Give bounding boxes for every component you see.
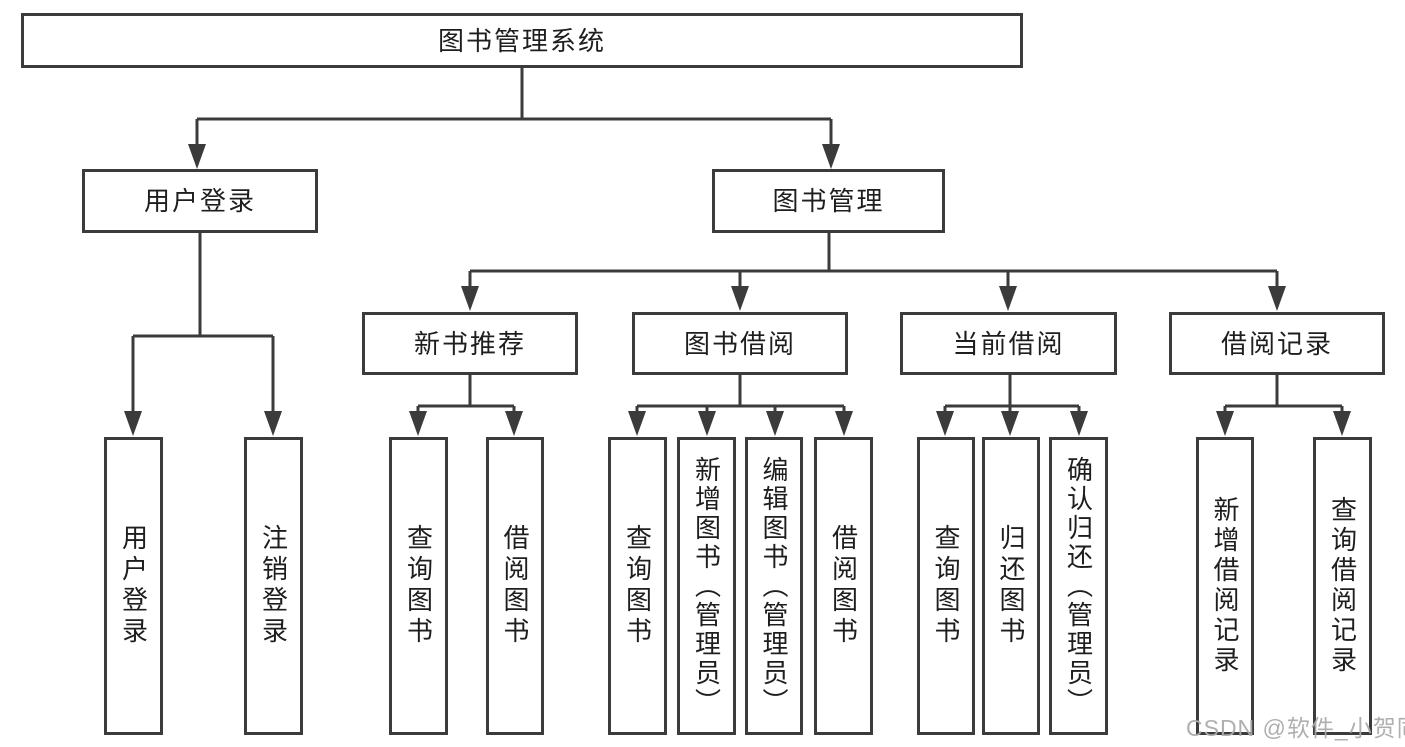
leaf-nbr-borrow-book: 借阅图书 (486, 437, 544, 735)
node-current-borrow-label: 当前借阅 (952, 328, 1065, 359)
node-book-management: 图书管理 (712, 169, 945, 233)
arrowhead-book-management (822, 144, 840, 169)
arrowhead-nbr-borrow (505, 411, 523, 436)
node-borrow-records: 借阅记录 (1169, 312, 1385, 375)
leaf-logout-label: 注销登录 (258, 524, 289, 648)
leaf-bb-borrow-book-label: 借阅图书 (828, 524, 859, 648)
leaf-cb-return-book: 归还图书 (982, 437, 1040, 735)
arrowhead-logout-leaf (264, 411, 282, 436)
arrowheads (124, 144, 1351, 436)
leaf-bb-query-book-label: 查询图书 (622, 524, 653, 648)
leaf-br-add-record-label: 新增借阅记录 (1210, 496, 1240, 676)
leaf-br-query-record-label: 查询借阅记录 (1327, 496, 1358, 676)
arrowhead-new-book-recommend (461, 286, 479, 311)
leaf-user-login: 用户登录 (104, 437, 163, 735)
node-new-book-recommend: 新书推荐 (362, 312, 578, 375)
leaf-bb-query-book: 查询图书 (608, 437, 667, 735)
leaf-cb-query-book: 查询图书 (917, 437, 975, 735)
arrowhead-cb-confirm (1070, 411, 1088, 436)
leaf-nbr-query-book: 查询图书 (389, 437, 448, 735)
leaf-cb-confirm-return-admin: 确认归还（管理员） (1049, 437, 1108, 735)
leaf-cb-confirm-return-admin-label: 确认归还（管理员） (1063, 455, 1094, 717)
arrowhead-user-login-leaf (124, 411, 142, 436)
arrowhead-nbr-query (409, 411, 427, 436)
arrowhead-br-query (1333, 411, 1351, 436)
leaf-user-login-label: 用户登录 (118, 524, 149, 648)
node-borrow-records-label: 借阅记录 (1220, 328, 1333, 359)
arrowhead-cb-query (936, 411, 954, 436)
leaf-bb-borrow-book: 借阅图书 (814, 437, 873, 735)
leaf-cb-return-book-label: 归还图书 (996, 524, 1026, 648)
leaf-cb-query-book-label: 查询图书 (931, 524, 961, 648)
node-user-login-label: 用户登录 (143, 186, 256, 216)
leaf-logout: 注销登录 (244, 437, 303, 735)
leaf-br-add-record: 新增借阅记录 (1196, 437, 1254, 735)
csdn-watermark: CSDN @软件_小贺同学 (1186, 715, 1405, 741)
leaf-bb-edit-book-admin: 编辑图书（管理员） (745, 437, 803, 735)
arrowhead-user-login (188, 144, 206, 169)
arrowhead-cb-return (1001, 411, 1019, 436)
arrowhead-borrow-records (1268, 286, 1286, 311)
leaf-bb-add-book-admin-label: 新增图书（管理员） (691, 455, 722, 717)
arrowhead-bb-borrow (835, 411, 853, 436)
leaf-bb-add-book-admin: 新增图书（管理员） (677, 437, 736, 735)
node-root: 图书管理系统 (21, 13, 1023, 68)
node-new-book-recommend-label: 新书推荐 (413, 328, 526, 359)
arrowhead-bb-add (698, 411, 716, 436)
arrowhead-br-add (1216, 411, 1234, 436)
arrowhead-book-borrow (731, 286, 749, 311)
leaf-bb-edit-book-admin-label: 编辑图书（管理员） (759, 455, 789, 717)
node-user-login: 用户登录 (82, 169, 318, 233)
node-root-label: 图书管理系统 (437, 25, 606, 56)
node-book-borrow-label: 图书借阅 (683, 328, 796, 359)
arrowhead-bb-query (628, 411, 646, 436)
leaf-nbr-borrow-book-label: 借阅图书 (500, 524, 530, 648)
arrowhead-bb-edit (766, 411, 784, 436)
leaf-nbr-query-book-label: 查询图书 (403, 524, 434, 648)
arrowhead-current-borrow (999, 286, 1017, 311)
node-book-management-label: 图书管理 (772, 186, 885, 216)
node-current-borrow: 当前借阅 (900, 312, 1117, 375)
leaf-br-query-record: 查询借阅记录 (1313, 437, 1372, 735)
node-book-borrow: 图书借阅 (632, 312, 848, 375)
